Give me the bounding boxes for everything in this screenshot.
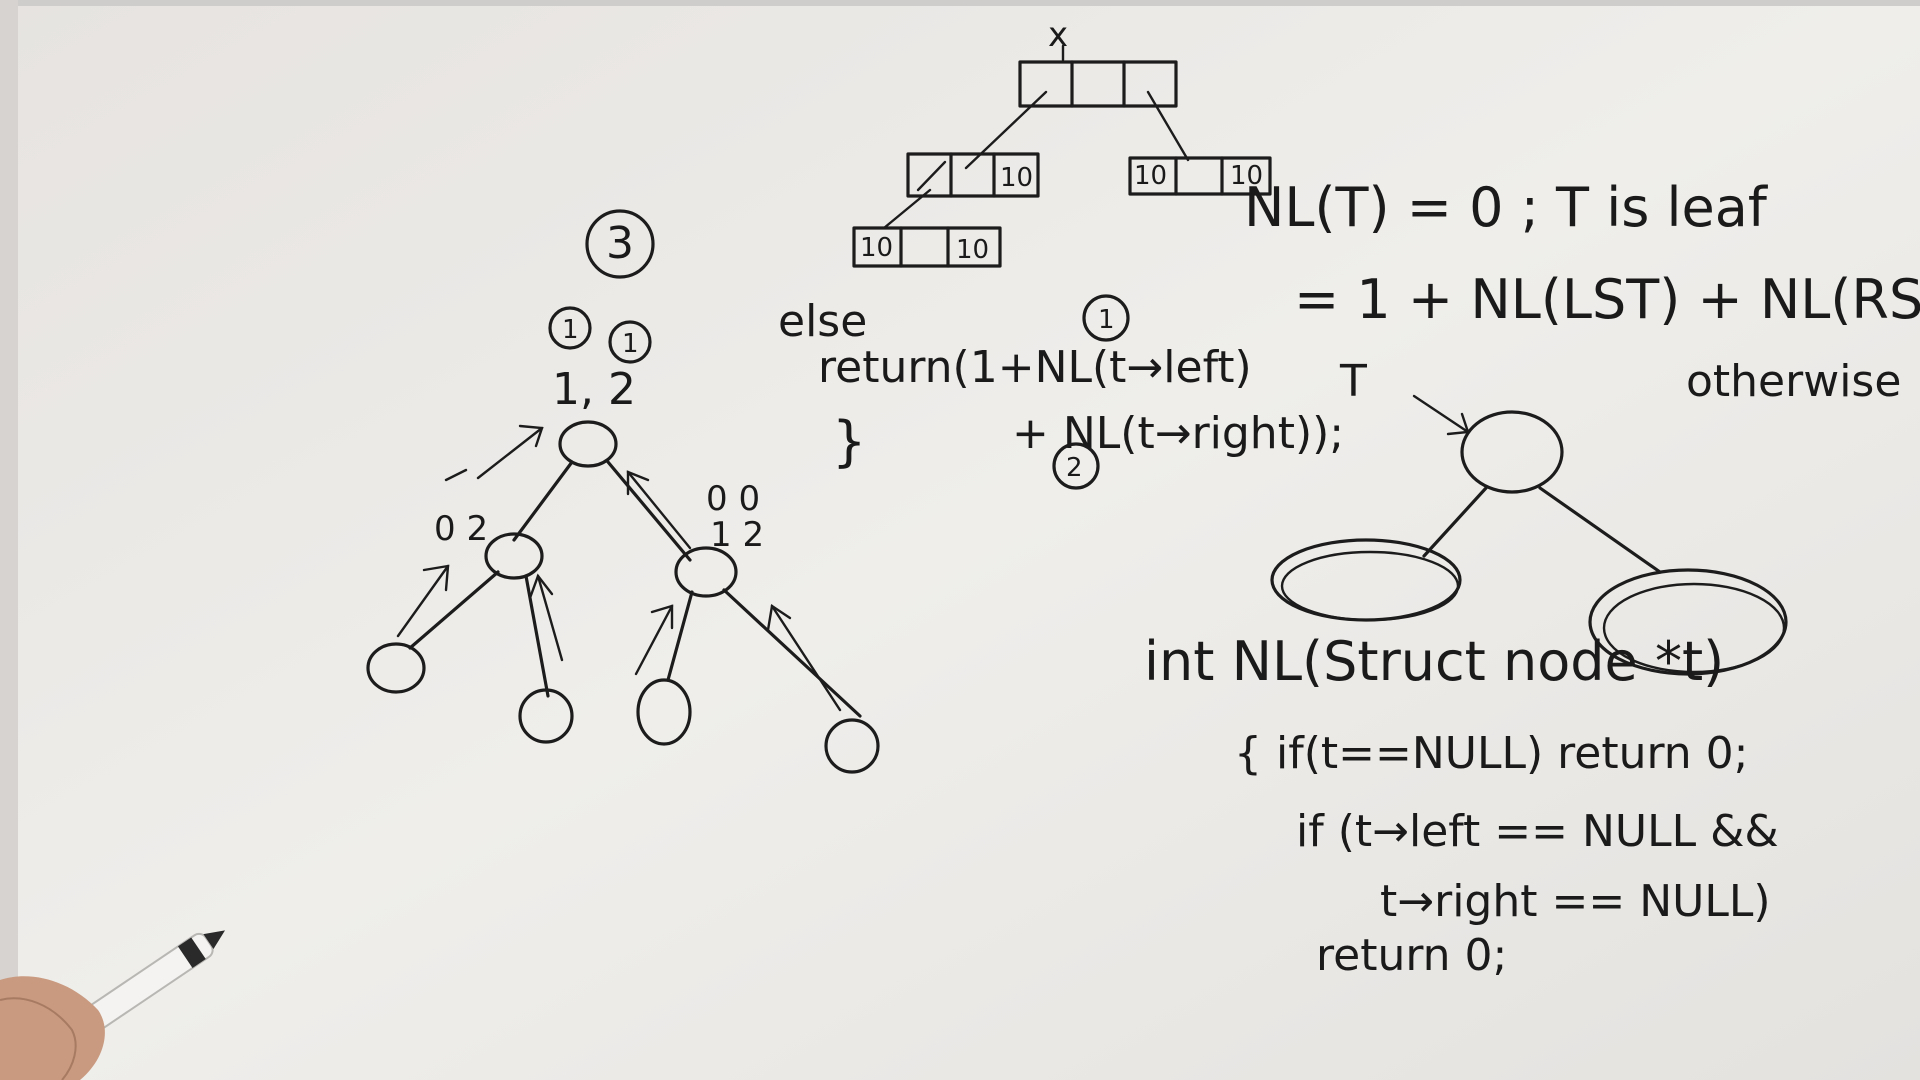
generic-tree-diagram: T: [1270, 356, 1788, 676]
tree-T-root-node: [1460, 410, 1564, 494]
linked-node-diagram: x 10 10 10 10 10: [852, 15, 1272, 268]
board-frame-top: [0, 0, 1920, 6]
grandchild-left-value: 10: [860, 233, 893, 263]
trace-tree: 3 1 1 1, 2 0 2 0 0 1 2: [366, 209, 880, 774]
closing-brace: }: [832, 410, 866, 473]
tree-leaf-1: [366, 642, 426, 694]
function-line-1: { if(t==NULL) return 0;: [1234, 728, 1749, 779]
hand-holding-marker-icon: [0, 930, 226, 1080]
recurrence-definition: NL(T) = 0 ; T is leaf = 1 + NL(LST) + NL…: [1244, 176, 1920, 407]
left-child-right-value: 10: [1000, 163, 1033, 193]
root-node-box: [1018, 60, 1178, 108]
recurrence-line-3: otherwise: [1686, 356, 1901, 407]
return-line-continued: + NL(t→right));: [1012, 408, 1344, 459]
function-line-4: return 0;: [1316, 930, 1507, 981]
function-line-2: if (t→left == NULL &&: [1296, 806, 1779, 857]
tree-pointer-label: T: [1339, 356, 1367, 407]
grandchild-right-value: 10: [956, 235, 989, 265]
tree-root-node: [558, 420, 618, 468]
tree-right-child-node: [674, 546, 738, 598]
root-values: 1, 2: [552, 364, 636, 415]
right-child-values-bottom: 1 2: [710, 515, 764, 555]
left-child-node-box: [906, 152, 1040, 198]
return-line: return(1+NL(t→left): [818, 342, 1252, 393]
else-circle-one: 1: [1098, 305, 1115, 335]
function-code: int NL(Struct node *t) { if(t==NULL) ret…: [1144, 630, 1779, 981]
grandchild-node-box: [852, 226, 1002, 268]
root-left-circle-value: 1: [562, 315, 579, 345]
right-child-left-value: 10: [1134, 161, 1167, 191]
right-child-node-box: [1128, 156, 1272, 196]
tree-leaf-3: [636, 678, 692, 746]
tree-leaf-4: [824, 718, 880, 774]
tree-left-child-node: [484, 532, 544, 580]
tree-leaf-2: [518, 688, 574, 744]
root-count-value: 3: [606, 218, 634, 269]
else-circle-two: 2: [1066, 453, 1083, 483]
recurrence-line-1: NL(T) = 0 ; T is leaf: [1244, 176, 1769, 239]
function-signature: int NL(Struct node *t): [1144, 630, 1724, 693]
function-line-3: t→right == NULL): [1380, 876, 1771, 927]
recurrence-line-2: = 1 + NL(LST) + NL(RST): [1294, 268, 1920, 331]
board-frame-left: [0, 0, 18, 1080]
right-subtree-oval: [1588, 568, 1788, 676]
right-child-values: 0 0: [706, 479, 760, 519]
root-pointer-label: x: [1048, 15, 1068, 55]
traversal-arrows: [396, 424, 842, 712]
right-child-right-value: 10: [1230, 161, 1263, 191]
left-child-values: 0 2: [434, 509, 488, 549]
root-count-circle: [585, 209, 655, 279]
else-return-code: else return(1+NL(t→left) + NL(t→right));…: [778, 294, 1344, 490]
else-keyword: else: [778, 296, 867, 347]
root-right-circle-value: 1: [622, 329, 639, 359]
